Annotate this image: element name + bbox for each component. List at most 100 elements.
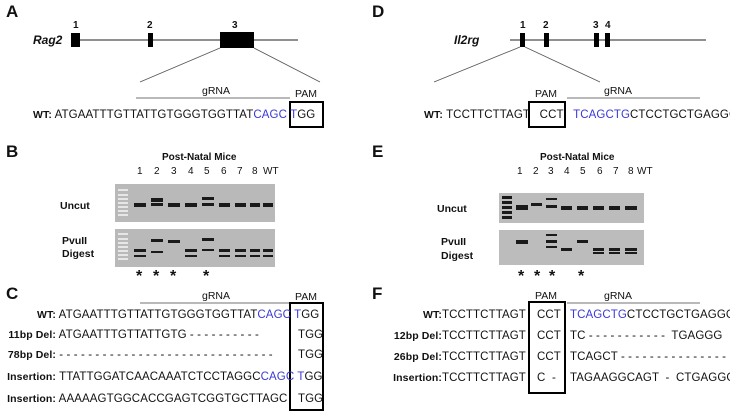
f-row-pre: TCCTTCTTAGT (442, 330, 526, 342)
f-pam-label: PAM (535, 290, 557, 302)
e-lane-8: 8 (628, 166, 634, 177)
b-uncut-gel (115, 184, 275, 222)
gene-name-rag2: Rag2 (33, 33, 63, 47)
f-row-12bp-pam: CCT (537, 330, 561, 342)
il2rg-exon-1 (520, 33, 525, 47)
il2rg-grna-label: gRNA (604, 85, 633, 97)
rag2-exon-number-3: 3 (232, 20, 238, 31)
f-row-label: WT: (423, 309, 442, 321)
il2rg-wt-blue: TCAGCTG (573, 109, 631, 121)
il2rg-wt-post: CTCCTGCTGAGGG (630, 109, 730, 121)
c-row-seq: TTATTGGATCAACAAATCTCCTAGGC (59, 371, 261, 383)
e-lane-5: 5 (580, 166, 586, 177)
e-lane-wt: WT (637, 166, 653, 177)
e-lane-6: 6 (597, 166, 603, 177)
rag2-exon-3 (220, 32, 254, 48)
gene-name-il2rg: Il2rg (454, 33, 480, 47)
il2rg-exon-2 (544, 33, 549, 47)
il2rg-exon-number-3: 3 (593, 20, 599, 31)
f-row-pre: TCCTTCTTAGT (442, 309, 526, 321)
c-row-blue: CAGC (260, 371, 295, 383)
il2rg-exon-number-2: 2 (543, 20, 549, 31)
b-star-5: * (203, 268, 210, 285)
il2rg-wt-label: WT: (424, 109, 443, 121)
il2rg-exon-4 (605, 33, 610, 47)
c-pam-box (289, 302, 324, 411)
panel-letter-a: A (6, 2, 19, 21)
f-row-26bp-pam: CCT (537, 351, 561, 363)
f-grna-label: gRNA (604, 290, 633, 302)
c-row-78bp-pam: TGG (298, 349, 324, 361)
il2rg-pam-seq: CCT (539, 109, 564, 121)
f-row-post: CTCCTGCTGAGGG (626, 309, 730, 321)
b-lane-wt: WT (263, 166, 279, 177)
f-row-12bp-post: TC - - - - - - - - - - - TGAGGG (570, 330, 723, 342)
b-uncut-bands (118, 189, 273, 216)
c-row-pam: GG (304, 371, 323, 383)
il2rg-pam-label: PAM (535, 88, 557, 100)
c-row-11bp-pam: TGG (298, 329, 324, 341)
rag2-pam-blue: T (290, 109, 298, 121)
il2rg-zoom-line-right (524, 46, 601, 83)
il2rg-zoom-line-left (433, 46, 521, 83)
c-row-seq: ATGAATTTGTTATTGTG - - - - - - - - - - (58, 329, 259, 341)
c-row-blue: CAGC (257, 309, 292, 321)
e-lane-3: 3 (548, 166, 554, 177)
il2rg-pam-box (528, 101, 566, 128)
f-row-blue: TCAGCTG (570, 309, 627, 321)
c-row-pam-blue: T (294, 309, 302, 321)
b-lane-1: 1 (137, 166, 143, 177)
c-row-11bp: 11bp Del: ATGAATTTGTTATTGTG - - - - - - … (4, 329, 259, 341)
rag2-exon-number-2: 2 (147, 20, 153, 31)
rag2-exon-1 (71, 33, 80, 47)
b-pvuii-label: PvuII (62, 235, 88, 247)
c-row-pam: GG (301, 309, 320, 321)
b-lane-4: 4 (188, 166, 194, 177)
rag2-zoom-line-left (139, 47, 221, 83)
e-uncut-bands (502, 196, 637, 219)
f-row-wt-rest: TCAGCTGCTCCTGCTGAGGG (570, 309, 730, 321)
b-digest-bands (118, 233, 273, 260)
e-star-3: * (549, 268, 556, 285)
b-lane-6: 6 (221, 166, 227, 177)
c-row-seq: - - - - - - - - - - - - - - - - - - - - … (59, 349, 273, 361)
rag2-pam-label: PAM (295, 88, 317, 100)
e-lane-1: 1 (517, 166, 523, 177)
rag2-wt-blue: CAGC (253, 109, 287, 121)
f-row-insertion-post: TAGAAGGCAGT - CTGAGGG (570, 372, 730, 384)
c-grna-label: gRNA (202, 290, 231, 302)
b-lane-8: 8 (252, 166, 258, 177)
f-row-label: 26bp Del: (393, 351, 442, 363)
rag2-exon-2 (148, 33, 153, 47)
b-lane-3: 3 (171, 166, 177, 177)
b-lane-7: 7 (237, 166, 243, 177)
rag2-zoom-line-right (253, 47, 321, 83)
e-star-5: * (578, 268, 585, 285)
e-digest-gel (499, 230, 644, 265)
f-row-26bp: 26bp Del:TCCTTCTTAGT (380, 351, 526, 363)
f-row-wt-pam: CCT (537, 309, 561, 321)
rag2-wt-sequence-row: WT: ATGAATTTGTTATTGTGGGTGGTTATCAGC TGG (33, 109, 315, 121)
f-row-12bp: 12bp Del:TCCTTCTTAGT (380, 330, 526, 342)
rag2-grna-label: gRNA (202, 85, 231, 97)
panel-letter-b: B (6, 142, 19, 161)
b-star-1: * (136, 268, 143, 285)
e-lane-4: 4 (564, 166, 570, 177)
rag2-pam-box (289, 101, 324, 128)
b-gel-title: Post-Natal Mice (162, 152, 237, 163)
f-row-insertion: Insertion:TCCTTCTTAGT (380, 372, 526, 384)
rag2-pam-seq: GG (297, 109, 316, 121)
b-star-3: * (170, 268, 177, 285)
c-row-label: WT: (37, 309, 56, 321)
c-row-label: Insertion: (7, 371, 56, 383)
rag2-exon-number-1: 1 (73, 20, 79, 31)
panel-letter-f: F (372, 284, 383, 303)
e-gel-title: Post-Natal Mice (540, 152, 615, 163)
b-digest-label: Digest (62, 248, 95, 260)
e-uncut-gel (499, 193, 644, 223)
il2rg-wt-sequence-row: WT: TCCTTCTTAGT CCT TCAGCTGCTCCTGCTGAGGG (424, 109, 730, 121)
e-digest-bands (516, 234, 637, 254)
c-row-label: 11bp Del: (8, 329, 56, 341)
